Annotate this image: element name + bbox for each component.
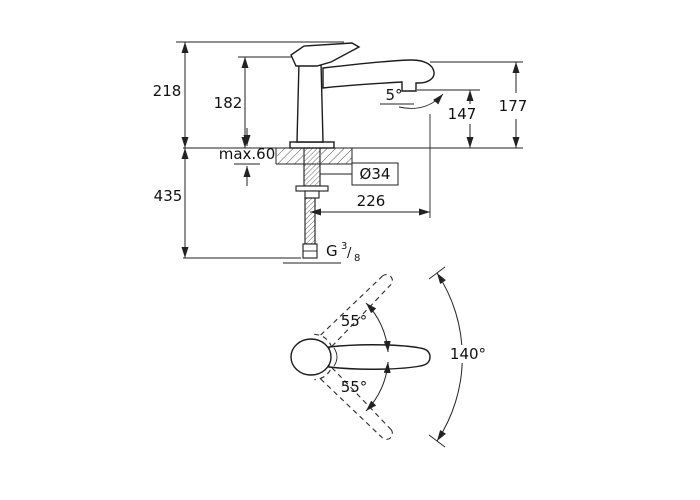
dim-147-label: 147: [448, 105, 477, 123]
faucet-lever: [290, 42, 361, 67]
dimension-182: 182: [214, 57, 249, 148]
dim-226-label: 226: [357, 192, 386, 210]
dimension-max60: max.60: [219, 128, 276, 186]
faucet-body: [296, 61, 324, 143]
dim-177-label: 177: [499, 97, 528, 115]
dimension-226: 226: [310, 192, 430, 216]
spout-arm-top: [328, 344, 431, 370]
dim-dia34-label: Ø34: [360, 165, 391, 183]
dimension-55-upper: 55°: [341, 302, 391, 353]
dim-max60-label: max.60: [219, 145, 276, 163]
dimension-g38: G 3 / 8: [283, 241, 360, 264]
dimension-dia34: Ø34: [320, 162, 399, 186]
top-view: 55° 55° 140°: [290, 266, 492, 448]
dimension-5deg: 5°: [380, 86, 444, 109]
faucet-silhouette: [289, 42, 435, 149]
g38-slash: /: [347, 246, 352, 261]
g38-numerator: 3: [341, 241, 347, 252]
mounting-shank: [303, 147, 321, 187]
dim-182-label: 182: [214, 94, 243, 112]
faucet-spout: [322, 59, 435, 92]
dimension-55-lower: 55°: [341, 361, 391, 412]
mounting-nut: [304, 190, 320, 199]
handle-hub: [290, 338, 332, 376]
dim-55-lower-label: 55°: [341, 378, 368, 396]
mounting-parts: [295, 147, 329, 259]
g38-denominator: 8: [354, 253, 360, 264]
g38-letter: G: [326, 242, 338, 260]
dimension-435: 435: [154, 148, 189, 258]
dashed-arm-lower: [314, 361, 393, 440]
side-view: 5° 218 182 147 177: [153, 41, 528, 264]
supply-hose: [304, 197, 316, 245]
extension-lines: [176, 41, 523, 259]
dimension-218: 218: [153, 42, 189, 148]
dim-5deg-label: 5°: [385, 86, 402, 104]
mounting-washer: [295, 185, 329, 192]
dim-435-label: 435: [154, 187, 183, 205]
countertop: [183, 147, 523, 165]
dim-55-upper-label: 55°: [341, 312, 368, 330]
dimension-147: 147: [448, 90, 477, 148]
dimension-140: 140°: [428, 266, 492, 448]
dim-218-label: 218: [153, 82, 182, 100]
faucet-base: [289, 141, 335, 149]
spout-top-view: [290, 338, 431, 376]
dimension-177: 177: [499, 62, 528, 148]
dim-140-label: 140°: [450, 345, 486, 363]
dashed-arm-upper: [314, 274, 393, 353]
